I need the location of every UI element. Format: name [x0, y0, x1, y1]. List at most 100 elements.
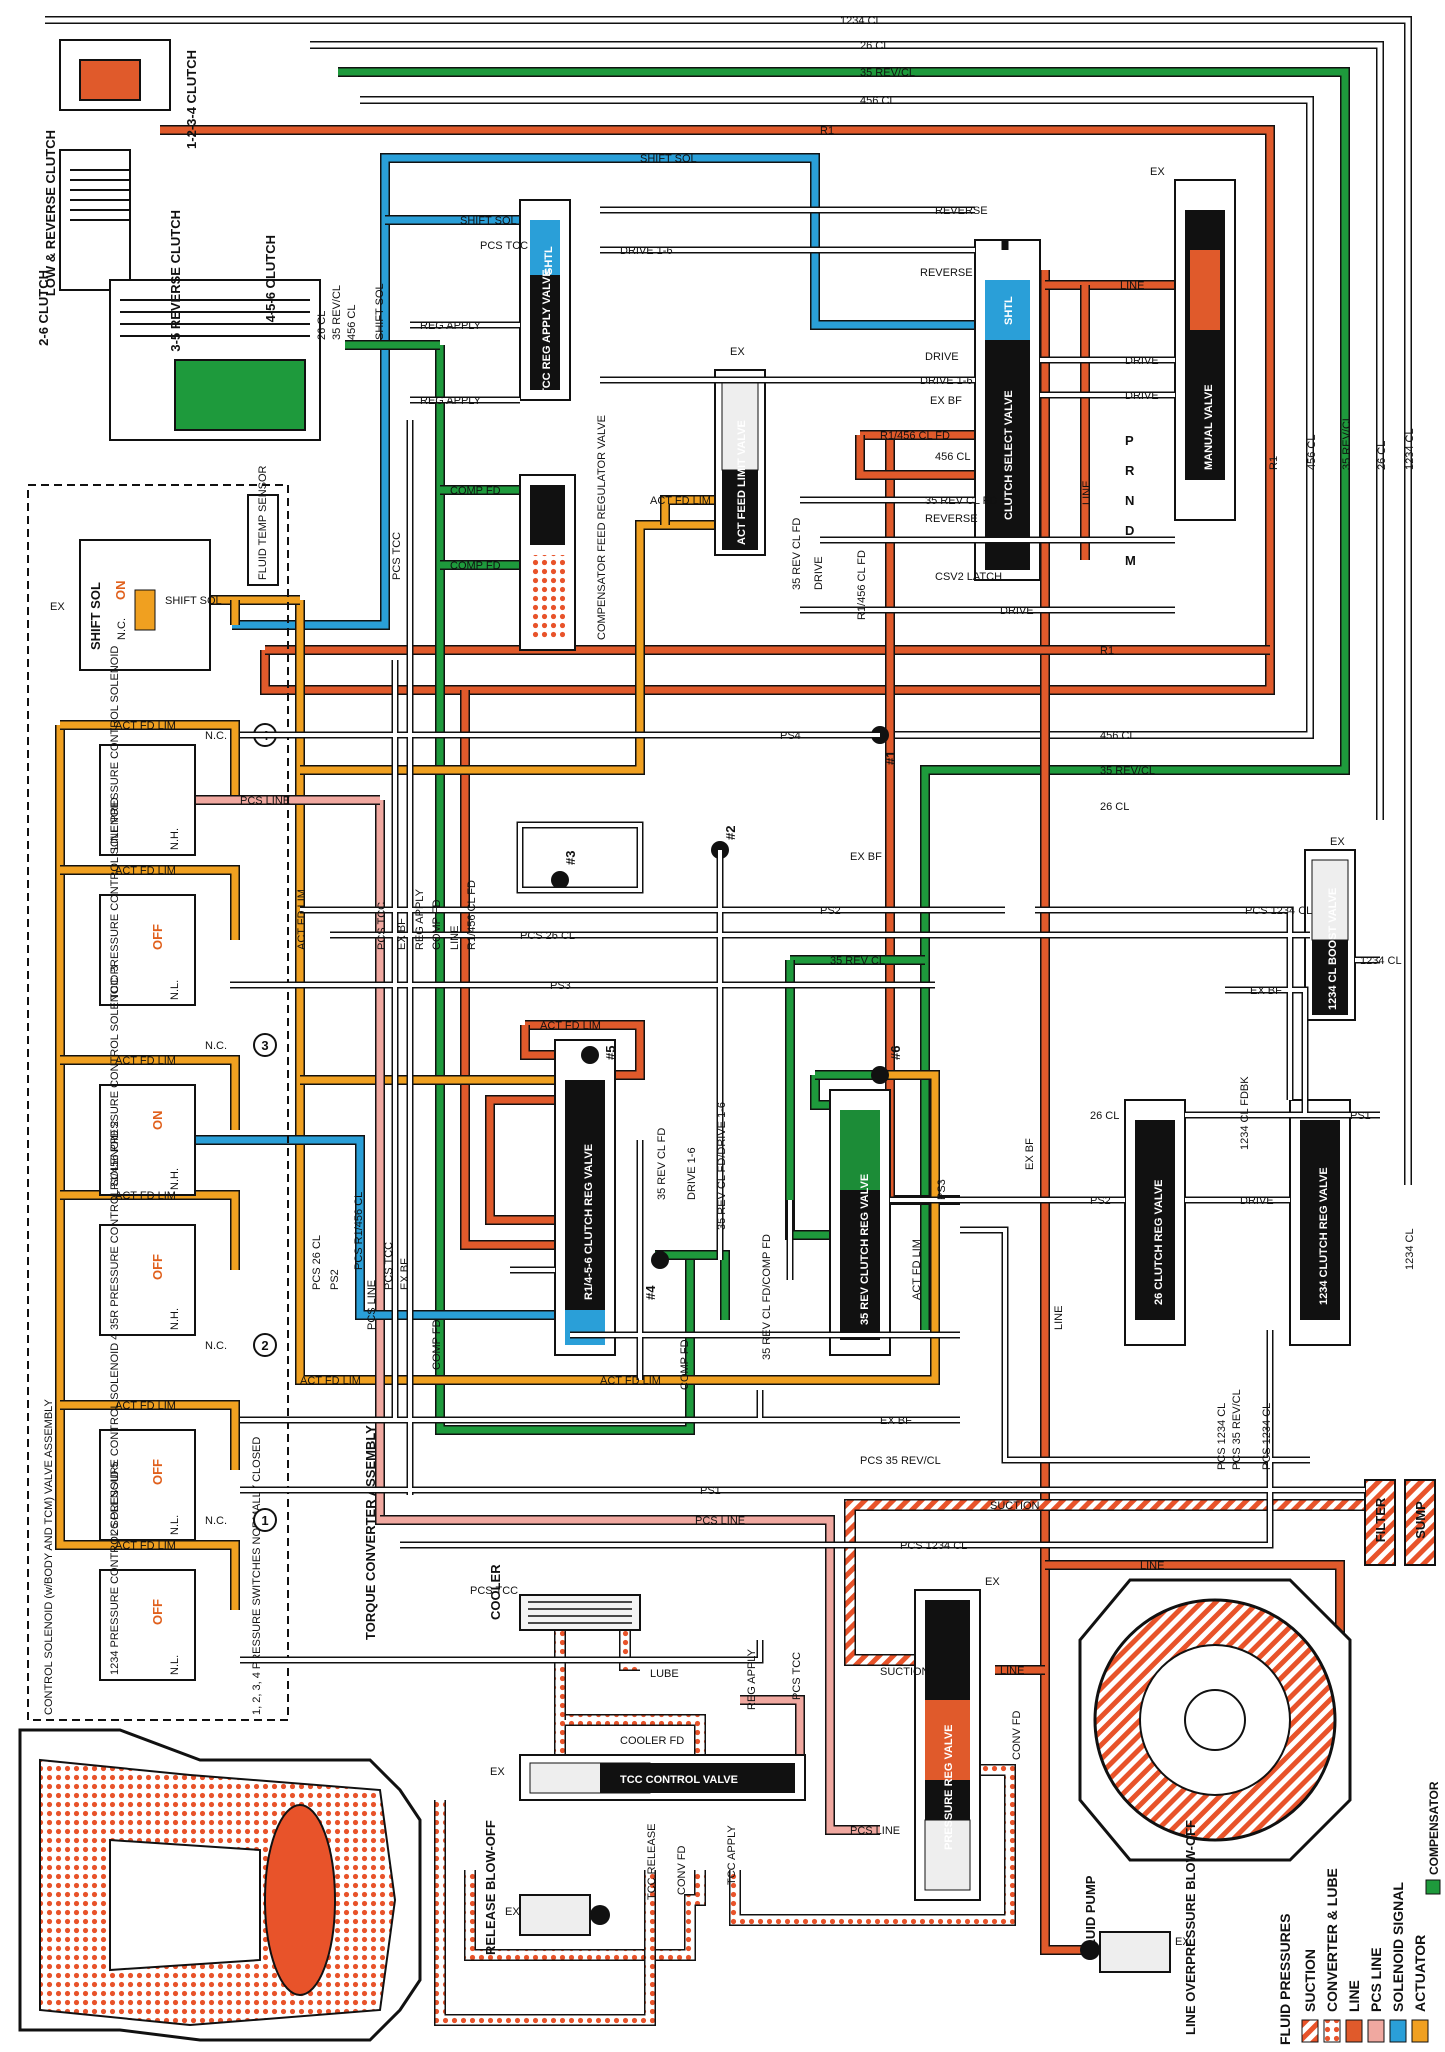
switch-3: 3: [261, 1038, 268, 1053]
torque-converter: TORQUE CONVERTER ASSEMBLY: [18, 1425, 422, 2042]
svg-text:CONVERTER & LUBE: CONVERTER & LUBE: [1324, 1868, 1340, 2012]
label-conv-fd: CONV FD: [1011, 1710, 1023, 1760]
label-comp-feed-reg: COMPENSATOR FEED REGULATOR VALVE: [596, 415, 608, 640]
switch-2: 2: [261, 1338, 268, 1353]
legend-converter-lube: CONVERTER & LUBE: [1323, 1868, 1341, 2043]
label-line-bottom: LINE: [1140, 1560, 1164, 1572]
label-ex-6: EX: [490, 1766, 505, 1778]
label-35revcl-left: 35 REV/CL: [331, 285, 343, 340]
svg-text:ACTUATOR: ACTUATOR: [1412, 1935, 1428, 2012]
label-line-v: LINE: [1053, 1306, 1065, 1330]
label-reverse-2: REVERSE: [920, 267, 973, 279]
label-r1-top: R1: [820, 125, 834, 137]
solenoids: LINE PRESSURE CONTROL SOLENOID N.H. TCC …: [99, 646, 196, 1681]
label-ps4: PS4: [780, 730, 801, 742]
label-comp-fd-low: COMP FD: [431, 1319, 443, 1370]
label-cooler: COOLER: [488, 1564, 503, 1620]
label-pcs-tcc: PCS TCC: [470, 1585, 518, 1597]
label-drive-4: DRIVE: [1000, 605, 1034, 617]
valve-26-cl: 26 CLUTCH REG VALVE: [1153, 1180, 1165, 1306]
label-act-fd-lim-c: ACT FD LIM: [115, 1055, 176, 1067]
label-ps3-v: PS3: [936, 1179, 948, 1200]
solenoid-1234: 1234 PRESSURE CONTROL SOLENOID 5 N.L. OF…: [99, 1461, 196, 1681]
label-drive-5: DRIVE: [1240, 1195, 1274, 1207]
label-suction: SUCTION: [990, 1500, 1040, 1512]
label-reg-apply: REG APPLY: [746, 1648, 758, 1710]
label-line-1: LINE: [1120, 280, 1144, 292]
label-ps1: PS1: [700, 1485, 721, 1497]
label-1234cl-2: 1234 CL: [1360, 955, 1402, 967]
label-35revclfd-mid: 35 REV CL FD: [656, 1128, 668, 1200]
label-ex-7: EX: [505, 1906, 520, 1918]
label-ps1-right: PS1: [1350, 1110, 1371, 1122]
label-35revclfd-v: 35 REV CL FD: [791, 518, 803, 590]
label-suction-2: SUCTION: [880, 1666, 930, 1678]
solenoid-1234-name: 1234 PRESSURE CONTROL SOLENOID 5: [109, 1461, 121, 1675]
label-35-rev-cl: 35 REV CL: [830, 955, 885, 967]
label-csv2-latch: CSV2 LATCH: [935, 571, 1002, 583]
label-tcc-apply: TCC APPLY: [726, 1825, 738, 1885]
label-shift-sol-2: SHIFT SOL: [460, 215, 517, 227]
legend-solenoid-signal: SOLENOID SIGNAL: [1389, 1882, 1407, 2043]
label-ex-bf-v: EX BF: [1024, 1138, 1036, 1170]
label-456cl-left: 456 CL: [346, 305, 358, 340]
manual-pos-n: N: [1125, 493, 1134, 508]
label-line-left: LINE: [449, 926, 461, 950]
label-comp-fd-2: COMP FD: [450, 485, 501, 497]
solenoid-26-name: 26 PRESSURE CONTROL SOLENOID 4: [109, 1334, 121, 1535]
label-act-fd-lim-a: ACT FD LIM: [115, 720, 176, 732]
label-ex-bf-left: EX BF: [396, 918, 408, 950]
label-comp-fd-left: COMP FD: [431, 899, 443, 950]
label-act-fd-lim-h: ACT FD LIM: [540, 1020, 601, 1032]
label-act-fd-lim-2: ACT FD LIM: [600, 1375, 661, 1387]
label-nc-4: N.C.: [205, 730, 227, 742]
clutch-assembly: 1-2-3-4 CLUTCH LOW & REVERSE CLUTCH 3-5 …: [36, 39, 321, 441]
label-456cl-2: 456 CL: [935, 451, 970, 463]
checkball-4: #4: [643, 1285, 658, 1300]
label-ps2: PS2: [820, 905, 841, 917]
solenoid-35r-name: 35R PRESSURE CONTROL SOLENOID 2: [109, 1121, 121, 1330]
label-26-clutch: 2-6 CLUTCH: [36, 270, 51, 346]
label-26cl-left: 26 CL: [316, 311, 328, 340]
pcs-line-circuit: [185, 795, 880, 1835]
fluid-pump: FLUID PUMP LINE OVERPRESSURE BLOW-OFF: [1078, 1578, 1352, 2035]
checkball-6: #6: [888, 1046, 903, 1060]
label-release-blowoff: RELEASE BLOW-OFF: [483, 1820, 498, 1955]
label-35revcl-top: 35 REV/CL: [860, 67, 915, 79]
passage-labels: REVERSE REVERSE LINE DRIVE DRIVE DRIVE 1…: [50, 166, 1416, 1948]
label-456cl-3: 456 CL: [1100, 730, 1135, 742]
shift-solenoid: SHIFT SOL ON N.C. FLUID TEMP SENSOR: [79, 465, 279, 671]
manual-pos-d: D: [1125, 523, 1134, 538]
solenoid-35r-state: OFF: [150, 1254, 165, 1280]
label-456cl-v: 456 CL: [1306, 435, 1318, 470]
legend-actuator: ACTUATOR: [1411, 1935, 1429, 2043]
shift-sol-state: ON: [113, 581, 128, 601]
valves: TCC REG APPLY VALVE SHTL COMPENSATOR FEE…: [483, 179, 1356, 1955]
valve-tcc-control: TCC CONTROL VALVE: [620, 1774, 738, 1786]
label-ex-1: EX: [1150, 166, 1165, 178]
label-comp-fd-3: COMP FD: [450, 560, 501, 572]
label-ex-bf-3: EX BF: [1250, 985, 1282, 997]
label-ex-3: EX: [50, 601, 65, 613]
label-cooler-fd: COOLER FD: [620, 1735, 684, 1747]
control-solenoid-body: CONTROL SOLENOID (w/BODY AND TCM) VALVE …: [27, 484, 289, 1721]
legend-pcs-line: PCS LINE: [1367, 1947, 1385, 2043]
solenoid-tcc: TCC PRESSURE CONTROL SOLENOID N.L. OFF: [99, 797, 196, 1006]
manual-pos-p: P: [1125, 433, 1134, 448]
solenoid-line: LINE PRESSURE CONTROL SOLENOID N.H.: [99, 646, 196, 856]
label-ex-5: EX: [985, 1576, 1000, 1588]
label-1234-clutch: 1-2-3-4 CLUTCH: [184, 50, 199, 149]
svg-text:LINE: LINE: [1346, 1980, 1362, 2012]
checkball-1: #1: [883, 751, 898, 765]
label-nc-1: N.C.: [205, 1515, 227, 1527]
label-ps2-right: PS2: [1090, 1195, 1111, 1207]
label-line-3: LINE: [1000, 1665, 1024, 1677]
solenoid-signal-circuit: [185, 1135, 555, 1320]
legend-compensator: COMPENSATOR: [1425, 1781, 1441, 1895]
label-fluid-temp: FLUID TEMP SENSOR: [257, 465, 269, 580]
valve-1234-boost: 1234 CL BOOST VALVE: [1327, 888, 1339, 1010]
label-26cl-2: 26 CL: [1100, 801, 1129, 813]
label-ex-bf-low: EX BF: [399, 1258, 411, 1290]
label-ex-bf-4: EX BF: [880, 1415, 912, 1427]
